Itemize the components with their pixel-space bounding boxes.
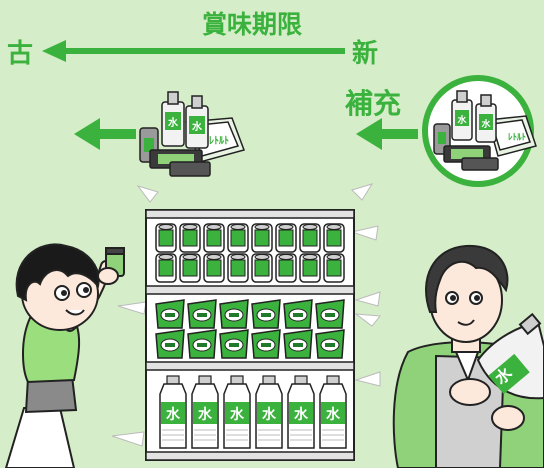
can-icon (203, 253, 225, 283)
pouch-icon (251, 299, 281, 329)
can-icon (227, 223, 249, 253)
pouch-icon (187, 299, 217, 329)
svg-text:水: 水 (167, 116, 179, 129)
title-label: 賞味期限 (202, 10, 302, 39)
pouch-icon (283, 299, 313, 329)
pouch-icon (155, 329, 185, 359)
new-stock-group: ﾚﾄﾙﾄ 水 水 (433, 90, 537, 171)
can-icon (323, 253, 345, 283)
water-bottle-icon: 水 (159, 375, 187, 449)
svg-text:ﾚﾄﾙﾄ: ﾚﾄﾙﾄ (508, 132, 527, 143)
arrow-left-icon (74, 118, 136, 150)
svg-text:水: 水 (191, 120, 203, 133)
pouch-icon (219, 299, 249, 329)
expiry-arrow-icon (42, 40, 345, 62)
old-label: 古 (7, 39, 33, 69)
pouch-icon (155, 299, 185, 329)
water-label: 水 (294, 406, 309, 423)
svg-text:ﾚﾄﾙﾄ: ﾚﾄﾙﾄ (209, 135, 229, 147)
water-label: 水 (262, 406, 277, 423)
can-icon (179, 253, 201, 283)
shelf-unit: 水水水水水水 (145, 209, 355, 461)
can-icon (203, 223, 225, 253)
can-icon (155, 253, 177, 283)
bottle-row: 水水水水水水 (159, 375, 347, 449)
pouch-icon (283, 329, 313, 359)
water-bottle-icon: 水 (255, 375, 283, 449)
can-icon (299, 223, 321, 253)
can-icon (251, 253, 273, 283)
pouch-icon (187, 329, 217, 359)
can-icon (275, 223, 297, 253)
restock-label: 補充 (344, 87, 401, 120)
pouch-icon (315, 299, 345, 329)
arrow-left-icon (356, 118, 418, 150)
water-label: 水 (326, 406, 341, 423)
water-label: 水 (230, 406, 245, 423)
svg-text:水: 水 (481, 118, 491, 130)
water-bottle-icon: 水 (191, 375, 219, 449)
new-label: 新 (352, 38, 378, 69)
pouch-icon (219, 329, 249, 359)
can-icon (251, 223, 273, 253)
pouch-row (155, 299, 345, 359)
can-row (155, 223, 345, 283)
can-icon (275, 253, 297, 283)
can-icon (299, 253, 321, 283)
pouch-icon (251, 329, 281, 359)
water-bottle-icon: 水 (223, 375, 251, 449)
water-label: 水 (166, 406, 181, 423)
can-icon (179, 223, 201, 253)
pouch-icon (315, 329, 345, 359)
water-bottle-icon: 水 (287, 375, 315, 449)
boy-figure (4, 243, 125, 468)
water-label: 水 (198, 406, 213, 423)
old-stock-group: ﾚﾄﾙﾄ 水 水 (139, 91, 245, 177)
woman-figure: 水 (392, 244, 544, 468)
can-icon (323, 223, 345, 253)
water-bottle-icon: 水 (319, 375, 347, 449)
can-icon (227, 253, 249, 283)
can-icon (155, 223, 177, 253)
svg-text:水: 水 (457, 114, 467, 126)
sparkle-rays (111, 183, 381, 447)
